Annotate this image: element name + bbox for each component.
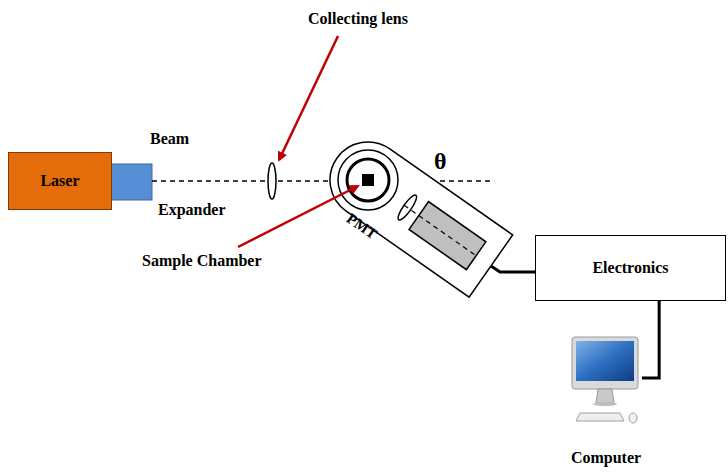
part-label: Beam — [150, 130, 189, 148]
cable-connector — [642, 301, 659, 378]
signal-cable — [491, 266, 535, 272]
node-text: Computer — [571, 449, 641, 467]
part-label: Sample Chamber — [142, 252, 262, 270]
pointer-arrow — [238, 186, 358, 247]
collecting-lens — [268, 163, 276, 199]
electronics-box: Electronics — [535, 235, 726, 301]
pointer-arrow — [279, 36, 338, 160]
laser-box: Laser — [8, 152, 112, 210]
part-label: Expander — [158, 201, 226, 219]
laser-beam — [152, 180, 492, 182]
beam-expander — [111, 164, 152, 200]
angle-label: θ — [434, 148, 447, 175]
sample-chamber — [338, 150, 398, 210]
detector-arm — [315, 127, 513, 297]
node-text: Laser — [40, 172, 79, 190]
node-text: Electronics — [592, 259, 668, 277]
computer-icon: Computer — [570, 335, 642, 467]
part-label: Collecting lens — [308, 10, 408, 28]
computer-illustration — [570, 335, 642, 435]
